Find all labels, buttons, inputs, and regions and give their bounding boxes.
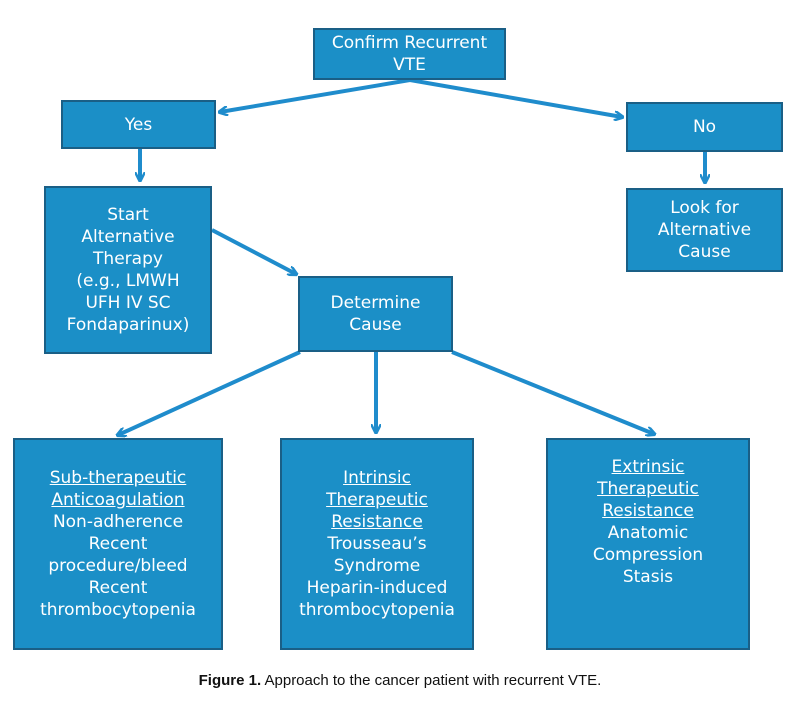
- arrow-determine-to-sub: [118, 350, 301, 435]
- node-heading-line: Therapeutic: [597, 479, 699, 499]
- node-item-line: Compression: [592, 545, 704, 565]
- node-heading-line: Extrinsic: [611, 457, 685, 477]
- node-item-line: Recent: [88, 578, 148, 598]
- node-item-line: Heparin-induced: [306, 578, 448, 598]
- arrow-start-to-determine: [211, 228, 296, 274]
- node-text-line: (e.g., LMWH: [76, 271, 180, 291]
- node-text-line: Cause: [349, 315, 402, 335]
- node-heading-line: Intrinsic: [343, 468, 411, 488]
- node-text-line: No: [692, 117, 717, 137]
- node-text-line: Fondaparinux): [66, 315, 190, 335]
- caption-text: Approach to the cancer patient with recu…: [264, 672, 602, 689]
- node-text-line: Confirm Recurrent: [331, 33, 488, 53]
- node-item-line: Anatomic: [607, 523, 689, 543]
- node-item-line: Non-adherence: [52, 512, 184, 532]
- figure-caption: Figure 1. Approach to the cancer patient…: [0, 672, 800, 689]
- arrow-confirm-to-yes: [220, 78, 411, 112]
- arrow-confirm-to-no: [409, 78, 622, 117]
- node-item-line: Recent: [88, 534, 148, 554]
- arrow-determine-to-extrinsic: [451, 350, 654, 434]
- start-alternative-therapy-box: Start Alternative Therapy (e.g., LMWH UF…: [44, 186, 212, 354]
- node-text-line: Determine: [330, 293, 421, 313]
- no-box: No: [626, 102, 783, 152]
- look-for-alternative-cause-box: Look for Alternative Cause: [626, 188, 783, 272]
- extrinsic-therapeutic-resistance-box: Extrinsic Therapeutic Resistance Anatomi…: [546, 438, 750, 650]
- caption-label: Figure 1.: [198, 672, 262, 689]
- confirm-recurrent-vte-box: Confirm Recurrent VTE: [313, 28, 506, 80]
- node-text-line: Alternative: [81, 227, 175, 247]
- node-heading-line: Sub-therapeutic: [49, 468, 187, 488]
- intrinsic-therapeutic-resistance-box: Intrinsic Therapeutic Resistance Trousse…: [280, 438, 474, 650]
- node-item-line: thrombocytopenia: [40, 600, 196, 620]
- node-item-line: Stasis: [622, 567, 674, 587]
- node-heading-line: Resistance: [331, 512, 423, 532]
- node-item-line: Syndrome: [333, 556, 421, 576]
- node-text-line: Start: [107, 205, 149, 225]
- node-text-line: Alternative: [657, 220, 752, 240]
- subtherapeutic-anticoagulation-box: Sub-therapeutic Anticoagulation Non-adhe…: [13, 438, 223, 650]
- node-text-line: VTE: [393, 55, 426, 75]
- node-item-line: thrombocytopenia: [299, 600, 455, 620]
- node-text-line: UFH IV SC: [85, 293, 171, 313]
- node-text-line: Therapy: [93, 249, 163, 269]
- node-heading-line: Anticoagulation: [51, 490, 185, 510]
- node-item-line: procedure/bleed: [48, 556, 188, 576]
- determine-cause-box: Determine Cause: [298, 276, 453, 352]
- node-text-line: Look for: [670, 198, 739, 218]
- node-item-line: Trousseau’s: [327, 534, 427, 554]
- node-heading-line: Resistance: [602, 501, 694, 521]
- node-heading-line: Therapeutic: [326, 490, 428, 510]
- node-text-line: Cause: [678, 242, 731, 262]
- node-text-line: Yes: [124, 114, 153, 135]
- yes-box: Yes: [61, 100, 216, 149]
